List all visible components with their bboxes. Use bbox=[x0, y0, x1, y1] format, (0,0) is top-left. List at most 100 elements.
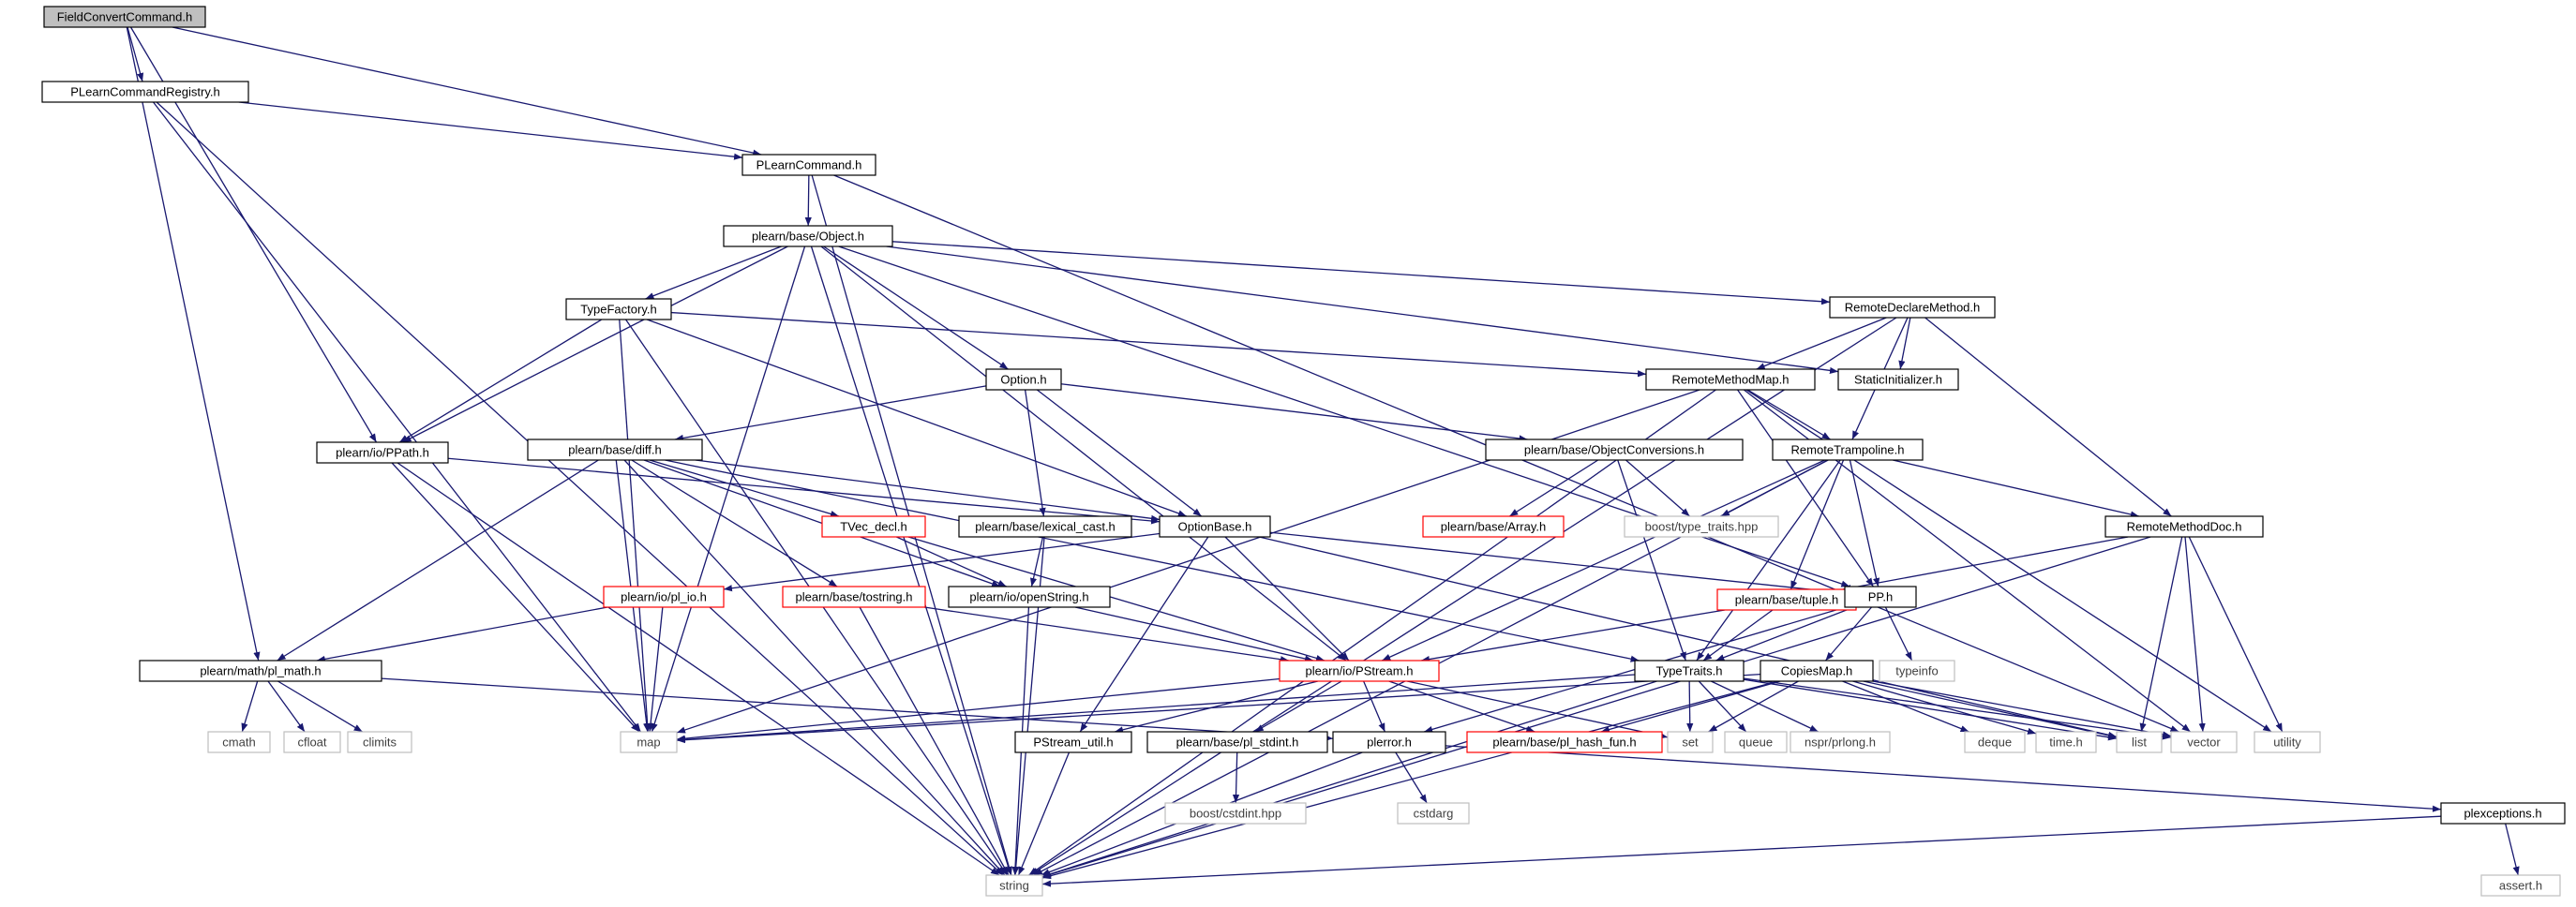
node-PPath[interactable]: plearn/io/PPath.h bbox=[316, 441, 449, 464]
node-box bbox=[1667, 731, 1714, 753]
node-label: OptionBase.h bbox=[1178, 520, 1252, 534]
edge-RemoteMethodDoc-to-vector bbox=[2184, 536, 2206, 733]
node-Option[interactable]: Option.h bbox=[985, 368, 1062, 391]
node-PLearnCommand[interactable]: PLearnCommand.h bbox=[741, 154, 876, 176]
edge-ObjectConversions-to-boost_type_traits bbox=[1625, 459, 1690, 517]
edge-PPath-to-OptionBase bbox=[447, 457, 1161, 525]
edge-tostring-to-string bbox=[859, 606, 1010, 876]
node-tuple[interactable]: plearn/base/tuple.h bbox=[1716, 588, 1857, 611]
node-PP[interactable]: PP.h bbox=[1844, 586, 1917, 608]
edge-PStream-to-PStream_util bbox=[1114, 680, 1319, 734]
edge-OptionBase-to-pl_io bbox=[723, 532, 1161, 592]
node-label: StaticInitializer.h bbox=[1854, 373, 1942, 387]
edge-ObjectConversions-to-TypeTraits bbox=[1617, 459, 1686, 662]
node-label: CopiesMap.h bbox=[1781, 664, 1853, 678]
node-label: queue bbox=[1739, 736, 1773, 750]
node-PStream_util[interactable]: PStream_util.h bbox=[1014, 731, 1132, 753]
node-OptionBase[interactable]: OptionBase.h bbox=[1159, 515, 1271, 538]
node-box bbox=[985, 874, 1043, 897]
node-box bbox=[948, 586, 1111, 608]
node-box bbox=[2104, 515, 2264, 538]
node-TVec_decl[interactable]: TVec_decl.h bbox=[821, 515, 926, 538]
node-label: boost/type_traits.hpp bbox=[1645, 520, 1759, 534]
edge-FieldConvertCommand-to-PLearnCommandRegistry bbox=[127, 26, 144, 82]
edge-openString-to-PStream bbox=[1074, 606, 1314, 662]
node-box bbox=[741, 154, 876, 176]
node-PLearnCommandRegistry[interactable]: PLearnCommandRegistry.h bbox=[41, 81, 249, 103]
node-box bbox=[985, 368, 1062, 391]
node-FieldConvertCommand[interactable]: FieldConvertCommand.h bbox=[43, 6, 206, 28]
node-CopiesMap[interactable]: CopiesMap.h bbox=[1760, 660, 1874, 682]
node-vector: vector bbox=[2170, 731, 2238, 753]
node-openString[interactable]: plearn/io/openString.h bbox=[948, 586, 1111, 608]
edge-RemoteDeclareMethod-to-RemoteMethodMap bbox=[1756, 317, 1887, 370]
node-label: RemoteMethodDoc.h bbox=[2127, 520, 2242, 534]
node-label: plearn/base/pl_hash_fun.h bbox=[1492, 736, 1636, 750]
node-StaticInitializer[interactable]: StaticInitializer.h bbox=[1837, 368, 1959, 391]
node-pl_math[interactable]: plearn/math/pl_math.h bbox=[139, 660, 382, 682]
node-box bbox=[43, 6, 206, 28]
edge-pl_math-to-climits bbox=[277, 680, 363, 733]
node-TypeTraits[interactable]: TypeTraits.h bbox=[1634, 660, 1745, 682]
node-plexceptions[interactable]: plexceptions.h bbox=[2440, 802, 2566, 825]
node-box bbox=[1279, 660, 1440, 682]
node-box bbox=[565, 298, 672, 320]
node-label: plerror.h bbox=[1367, 736, 1412, 750]
node-label: nspr/prlong.h bbox=[1805, 736, 1876, 750]
node-box bbox=[139, 660, 382, 682]
node-label: plearn/io/PStream.h bbox=[1306, 664, 1414, 678]
node-tostring[interactable]: plearn/base/tostring.h bbox=[782, 586, 926, 608]
node-label: utility bbox=[2273, 736, 2301, 750]
node-box bbox=[1772, 439, 1924, 461]
node-RemoteTrampoline[interactable]: RemoteTrampoline.h bbox=[1772, 439, 1924, 461]
node-label: cmath bbox=[222, 736, 255, 750]
node-Array[interactable]: plearn/base/Array.h bbox=[1422, 515, 1565, 538]
node-diff[interactable]: plearn/base/diff.h bbox=[527, 439, 703, 461]
node-box bbox=[2035, 731, 2097, 753]
edge-diff-to-string bbox=[623, 459, 1006, 876]
node-typeinfo: typeinfo bbox=[1879, 660, 1955, 682]
edge-CopiesMap-to-deque bbox=[1842, 680, 1969, 733]
node-RemoteDeclareMethod[interactable]: RemoteDeclareMethod.h bbox=[1829, 296, 1996, 319]
node-assert: assert.h bbox=[2480, 874, 2561, 897]
edge-tostring-to-PStream bbox=[923, 606, 1290, 663]
node-pl_io[interactable]: plearn/io/pl_io.h bbox=[603, 586, 725, 608]
node-box bbox=[207, 731, 271, 753]
edge-TypeTraits-to-string bbox=[1041, 680, 1657, 878]
node-PStream[interactable]: plearn/io/PStream.h bbox=[1279, 660, 1440, 682]
node-RemoteMethodDoc[interactable]: RemoteMethodDoc.h bbox=[2104, 515, 2264, 538]
node-label: TVec_decl.h bbox=[840, 520, 907, 534]
node-label: map bbox=[637, 736, 660, 750]
node-pl_hash_fun[interactable]: plearn/base/pl_hash_fun.h bbox=[1466, 731, 1663, 753]
node-ObjectConversions[interactable]: plearn/base/ObjectConversions.h bbox=[1485, 439, 1744, 461]
edge-Option-to-OptionBase bbox=[1036, 389, 1203, 517]
node-lexical_cast[interactable]: plearn/base/lexical_cast.h bbox=[958, 515, 1132, 538]
edge-ObjectConversions-to-Array bbox=[1508, 459, 1599, 517]
node-boost_type_traits: boost/type_traits.hpp bbox=[1624, 515, 1779, 538]
node-label: TypeTraits.h bbox=[1655, 664, 1722, 678]
dependency-edges bbox=[126, 26, 2520, 887]
node-Object[interactable]: plearn/base/Object.h bbox=[723, 225, 893, 247]
node-label: PLearnCommand.h bbox=[756, 158, 862, 172]
node-label: PP.h bbox=[1868, 590, 1894, 604]
node-pl_stdint[interactable]: plearn/base/pl_stdint.h bbox=[1146, 731, 1328, 753]
node-box bbox=[1146, 731, 1328, 753]
edge-RemoteTrampoline-to-TypeTraits bbox=[1696, 459, 1841, 662]
node-box bbox=[1829, 296, 1996, 319]
node-queue: queue bbox=[1724, 731, 1788, 753]
edge-TypeTraits-to-queue bbox=[1698, 680, 1747, 733]
edge-PStream-to-map bbox=[676, 677, 1281, 742]
node-plerror[interactable]: plerror.h bbox=[1332, 731, 1446, 753]
node-list: list bbox=[2116, 731, 2163, 753]
node-boost_cstdint: boost/cstdint.hpp bbox=[1164, 802, 1307, 825]
node-box bbox=[1422, 515, 1565, 538]
node-RemoteMethodMap[interactable]: RemoteMethodMap.h bbox=[1645, 368, 1816, 391]
node-label: FieldConvertCommand.h bbox=[57, 10, 193, 24]
node-label: climits bbox=[363, 736, 397, 750]
edge-Object-to-PStream bbox=[820, 245, 1347, 662]
edge-TypeTraits-to-list bbox=[1743, 678, 2118, 741]
node-TypeFactory[interactable]: TypeFactory.h bbox=[565, 298, 672, 320]
node-label: set bbox=[1682, 736, 1699, 750]
edge-tuple-to-TypeTraits bbox=[1702, 609, 1774, 662]
